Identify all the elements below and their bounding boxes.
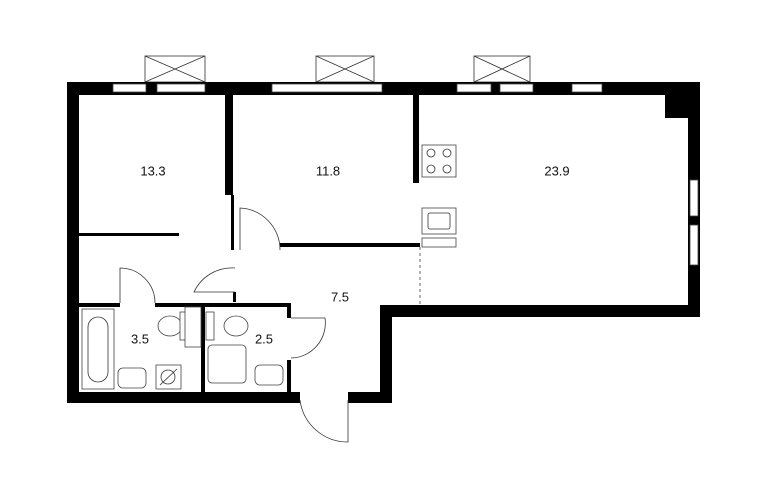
sink-icon [421, 207, 457, 235]
doors [119, 207, 349, 443]
ac-units [144, 55, 531, 83]
washbasin-icon [117, 367, 147, 389]
toilet-icon [205, 311, 249, 341]
room-area-bedroom-2: 11.8 [316, 163, 340, 178]
stove-icon [421, 144, 457, 178]
bathroom-fixtures [81, 306, 284, 390]
windows [112, 83, 699, 266]
room-area-living-kitchen: 23.9 [544, 163, 569, 178]
toilet-icon [157, 311, 187, 341]
washing-machine-icon [155, 364, 182, 390]
room-area-bedroom-1: 13.3 [140, 163, 165, 178]
kitchen-fixtures [421, 144, 457, 248]
room-area-bathroom: 3.5 [131, 331, 149, 346]
shaft-icon [184, 306, 202, 348]
bathtub-icon [81, 308, 115, 390]
walls [67, 82, 700, 403]
counter-icon [421, 237, 457, 248]
shower-tray-icon [207, 344, 247, 384]
room-area-hallway: 7.5 [331, 289, 349, 304]
room-area-shower-room: 2.5 [255, 331, 273, 346]
washbasin-icon [254, 364, 284, 386]
